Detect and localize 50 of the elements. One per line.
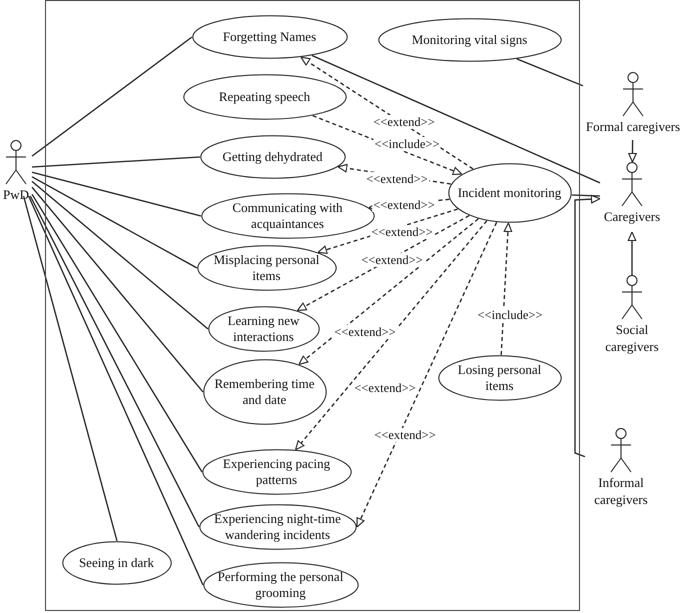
association-line <box>572 194 600 197</box>
use-case-ellipse: Seeing in dark <box>62 540 172 584</box>
edge-label: <<extend>> <box>373 428 437 442</box>
edge-label: <<extend>> <box>372 198 436 212</box>
dependency-arrow <box>300 56 474 170</box>
edge-label: <<extend>> <box>333 325 397 339</box>
dependency-arrow <box>298 218 479 365</box>
use-case-ellipse: Experiencing pacing patterns <box>202 448 352 494</box>
edge-label: <<extend>> <box>372 115 436 129</box>
actor: Informal caregivers <box>585 428 657 512</box>
use-case-ellipse: Performing the personal grooming <box>202 562 358 608</box>
use-case-ellipse: Misplacing personal items <box>196 244 336 290</box>
use-case-ellipse: Getting dehydrated <box>200 134 346 178</box>
use-case-ellipse: Experiencing night-time wandering incidents <box>198 504 356 550</box>
association-line <box>312 54 600 184</box>
actor: Formal caregivers <box>583 72 683 140</box>
actor: Caregivers <box>600 162 664 232</box>
edge-label: <<extend>> <box>365 172 429 186</box>
association-line <box>32 36 192 157</box>
actor: Social caregivers <box>598 275 666 359</box>
association-line <box>32 176 198 269</box>
use-case-ellipse: Learning new interactions <box>208 306 320 352</box>
association-line <box>516 58 584 86</box>
edge-label: <<extend>> <box>353 381 417 395</box>
association-line <box>32 180 208 330</box>
dependency-arrow <box>500 222 512 356</box>
dependency-arrow <box>356 222 498 528</box>
association-line <box>32 186 204 392</box>
association-line <box>31 194 203 472</box>
edge-label: <<include>> <box>374 137 440 151</box>
association-line <box>28 196 204 586</box>
generalization-arrow <box>628 140 637 163</box>
use-case-ellipse: Monitoring vital signs <box>378 18 562 62</box>
edge-label: <<include>> <box>476 308 544 322</box>
generalization-arrow <box>574 194 601 458</box>
system-boundary <box>45 0 580 611</box>
use-case-ellipse: Remembering time and date <box>202 358 326 424</box>
dependency-arrow <box>295 220 488 450</box>
association-line <box>32 172 202 217</box>
dependency-arrow <box>296 215 470 312</box>
use-case-ellipse: Repeating speech <box>182 74 346 120</box>
generalization-arrow <box>628 231 636 275</box>
use-case-ellipse: Losing personal items <box>438 354 562 400</box>
association-line <box>30 196 200 528</box>
association-line <box>32 156 200 168</box>
edge-label: <<extend>> <box>370 225 434 239</box>
association-line <box>22 196 118 542</box>
use-case-ellipse: Incident monitoring <box>448 162 572 222</box>
use-case-ellipse: Forgetting Names <box>192 14 348 58</box>
edge-label: <<extend>> <box>360 253 424 267</box>
